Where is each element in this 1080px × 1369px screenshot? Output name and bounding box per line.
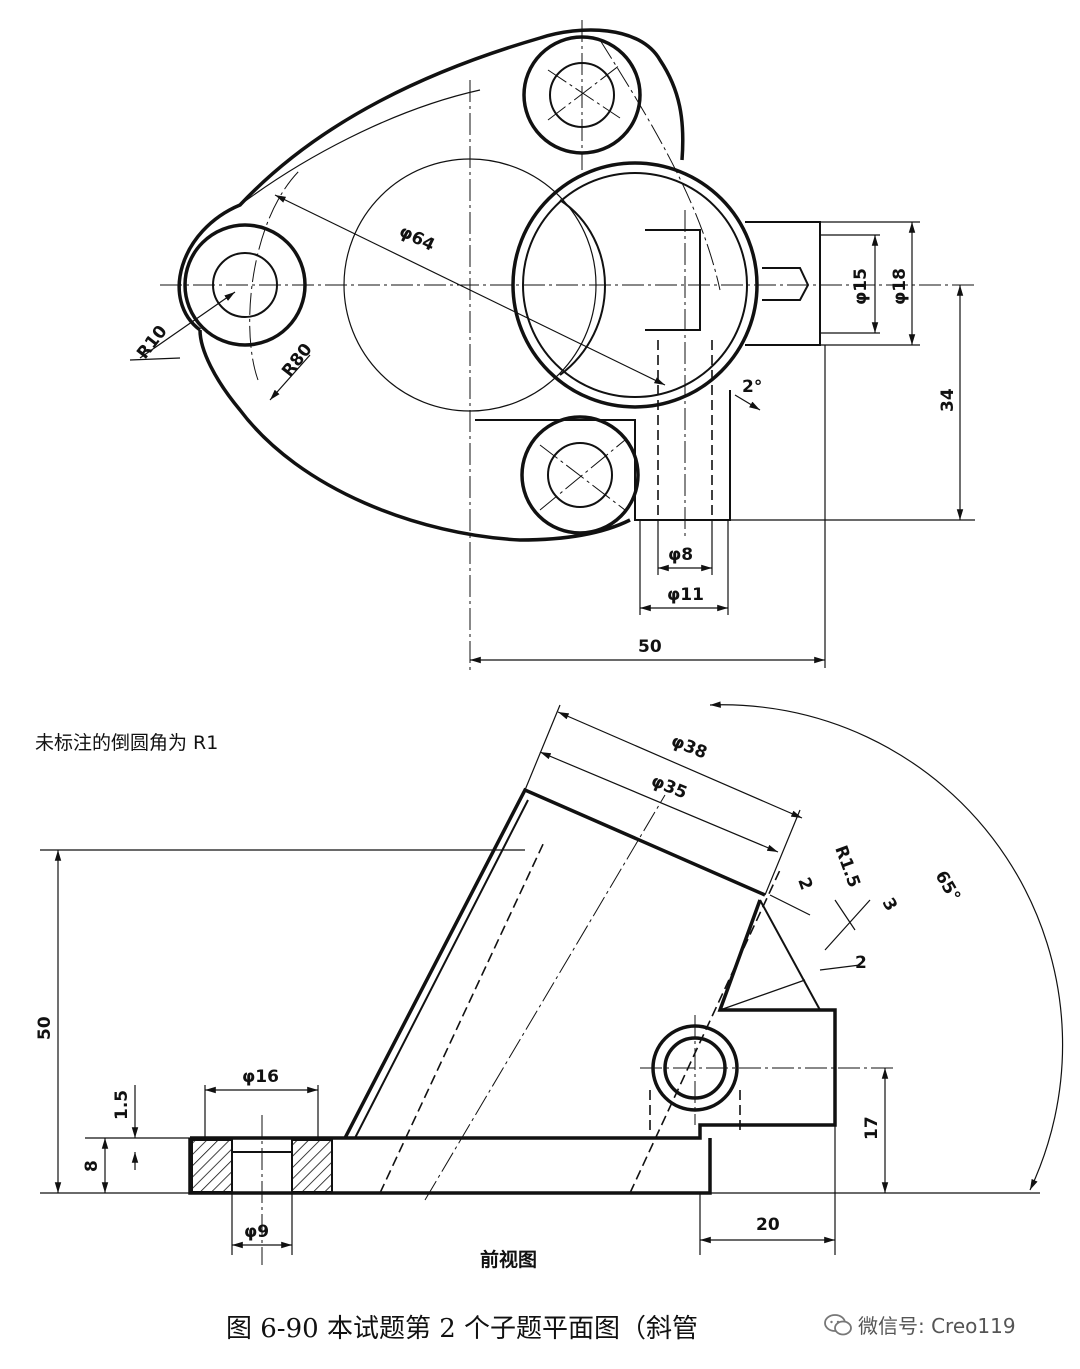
- dim-phi11: φ11: [667, 585, 704, 605]
- top-outer-outline: [177, 28, 685, 542]
- dim-2-lower: 2: [855, 953, 867, 973]
- lug-lower-inner: [547, 442, 613, 508]
- figure-caption: 图 6-90 本试题第 2 个子题平面图（斜管: [226, 1314, 699, 1344]
- dim-r80: R80: [278, 340, 316, 381]
- watermark-text: 微信号: Creo119: [858, 1314, 1016, 1338]
- dim-r10: R10: [133, 322, 171, 363]
- dim-phi16: φ16: [242, 1067, 279, 1087]
- dim-1-5: 1.5: [112, 1090, 132, 1120]
- dim-phi8: φ8: [668, 545, 693, 565]
- lug-lower-outer: [520, 415, 640, 535]
- dim-phi18: φ18: [890, 268, 910, 305]
- dim-8: 8: [82, 1160, 102, 1172]
- dim-phi38: φ38: [668, 731, 710, 763]
- inclined-tube: [343, 787, 766, 1139]
- dim-2-upper: 2: [793, 875, 816, 893]
- hatched-section-right: [291, 1139, 333, 1193]
- dim-50-top: 50: [638, 637, 662, 657]
- front-view: φ38 φ35 R1.5 2 3 2 65° 50 φ16 1.5 8 φ9 1…: [35, 701, 1064, 1265]
- dim-20: 20: [756, 1215, 780, 1235]
- dim-phi64: φ64: [396, 222, 438, 256]
- hatched-section-left: [191, 1139, 233, 1193]
- fillet-note: 未标注的倒圆角为 R1: [35, 732, 219, 754]
- dim-17: 17: [862, 1116, 882, 1140]
- dim-3: 3: [878, 895, 901, 915]
- dim-phi35: φ35: [648, 771, 690, 803]
- dim-phi15: φ15: [851, 268, 871, 305]
- dim-angle-2: 2°: [742, 377, 762, 397]
- front-view-title: 前视图: [480, 1249, 538, 1271]
- dim-phi9: φ9: [244, 1222, 269, 1242]
- dim-65-deg: 65°: [931, 868, 964, 906]
- watermark: 微信号: Creo119: [818, 1308, 1022, 1341]
- dim-50-front: 50: [35, 1016, 55, 1040]
- dim-34: 34: [938, 388, 958, 412]
- top-view: φ64 R10 R80 φ15 φ18 34 2° φ8 φ11 50: [129, 20, 975, 670]
- base-plate: [190, 899, 837, 1140]
- wechat-icon: [824, 1313, 852, 1335]
- dim-r1-5: R1.5: [830, 843, 864, 890]
